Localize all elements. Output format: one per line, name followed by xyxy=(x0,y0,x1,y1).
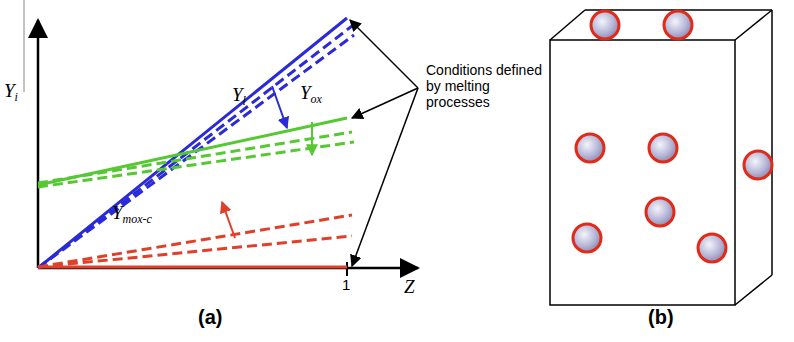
particle xyxy=(698,234,726,262)
panel-label: (a) xyxy=(198,306,222,329)
curve-label: Yox xyxy=(300,82,322,107)
particle xyxy=(744,151,772,179)
edge-line xyxy=(24,0,25,92)
yl-lines xyxy=(38,18,354,268)
curve-label: Yl xyxy=(232,84,246,109)
particle xyxy=(664,11,692,39)
particles xyxy=(573,11,772,262)
condition-leaders xyxy=(350,20,418,266)
tick-label: 1 xyxy=(342,276,350,293)
particle xyxy=(646,198,674,226)
axis-label: Z xyxy=(404,276,415,298)
axes xyxy=(38,20,418,276)
panel-label: (b) xyxy=(648,306,674,329)
particle xyxy=(591,11,619,39)
particle xyxy=(573,224,601,252)
axis-label: Yi xyxy=(4,80,18,105)
curve-label: Ymox-c xyxy=(112,202,152,227)
annotation: Conditions defined by melting processes xyxy=(426,62,551,110)
cube xyxy=(550,10,772,305)
ymox-lines xyxy=(38,202,352,267)
particle xyxy=(649,134,677,162)
yox-lines xyxy=(38,118,354,187)
particle xyxy=(576,134,604,162)
